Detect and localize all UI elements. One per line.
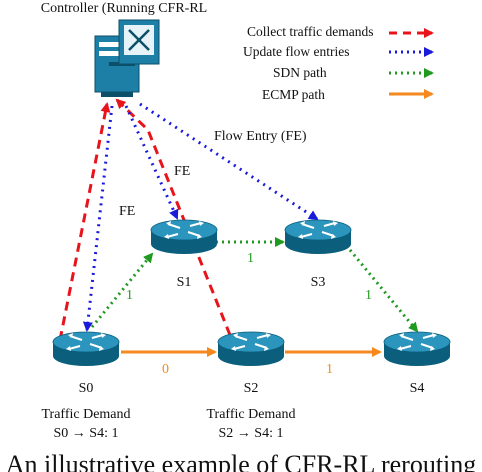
- switch-label: S4: [410, 381, 425, 396]
- legend-label-collect: Collect traffic demands: [247, 24, 373, 39]
- sdn-link-s0-s1: [90, 252, 154, 328]
- router-icon: [383, 331, 451, 367]
- switch-s2: S2: [217, 331, 285, 396]
- switch-s1: S1: [150, 219, 218, 290]
- flow-entry-arrow-s1: [124, 105, 179, 220]
- router-icon: [150, 219, 218, 255]
- collect-demand-arrow-s0: [58, 102, 111, 341]
- flow-entry-arrow-s0: [82, 105, 114, 332]
- sdn-link-s3-s4: [348, 249, 419, 333]
- switch-s0: S0: [52, 331, 120, 396]
- flow-entry-label: Flow Entry (FE): [214, 129, 307, 144]
- controller-server-icon: [94, 19, 160, 97]
- weight-s0-s1: 1: [126, 288, 133, 303]
- controller-label: Controller (Running CFR-RL: [41, 1, 207, 16]
- legend-label-sdn: SDN path: [273, 65, 327, 80]
- weight-s3-s4: 1: [365, 288, 372, 303]
- switch-s3: S3: [284, 219, 352, 290]
- flow-entry-arrow-s3: [139, 102, 319, 221]
- switch-label: S3: [311, 275, 326, 290]
- legend-label-update: Update flow entries: [243, 44, 349, 59]
- legend-label-ecmp: ECMP path: [262, 87, 325, 102]
- traffic-demand-flow-s0: S0 → S4: 1: [54, 426, 119, 441]
- router-icon: [52, 331, 120, 367]
- weight-s0-s2: 0: [162, 362, 169, 377]
- traffic-demand-title-s2: Traffic Demand: [206, 407, 295, 422]
- router-icon: [217, 331, 285, 367]
- switch-label: S0: [79, 381, 94, 396]
- switch-s4: S4: [383, 331, 451, 396]
- router-icon: [284, 219, 352, 255]
- traffic-demand-title-s0: Traffic Demand: [41, 407, 130, 422]
- figure-caption: An illustrative example of CFR-RL rerout…: [5, 452, 477, 472]
- traffic-demand-flow-s2: S2 → S4: 1: [219, 426, 284, 441]
- fe-label-s1: FE: [174, 164, 190, 179]
- weight-s2-s4: 1: [326, 362, 333, 377]
- fe-label-s0: FE: [119, 204, 135, 219]
- switch-label: S1: [177, 275, 192, 290]
- weight-s1-s3: 1: [247, 251, 254, 266]
- legend: Collect traffic demands Update flow entr…: [243, 24, 434, 102]
- switch-label: S2: [244, 381, 259, 396]
